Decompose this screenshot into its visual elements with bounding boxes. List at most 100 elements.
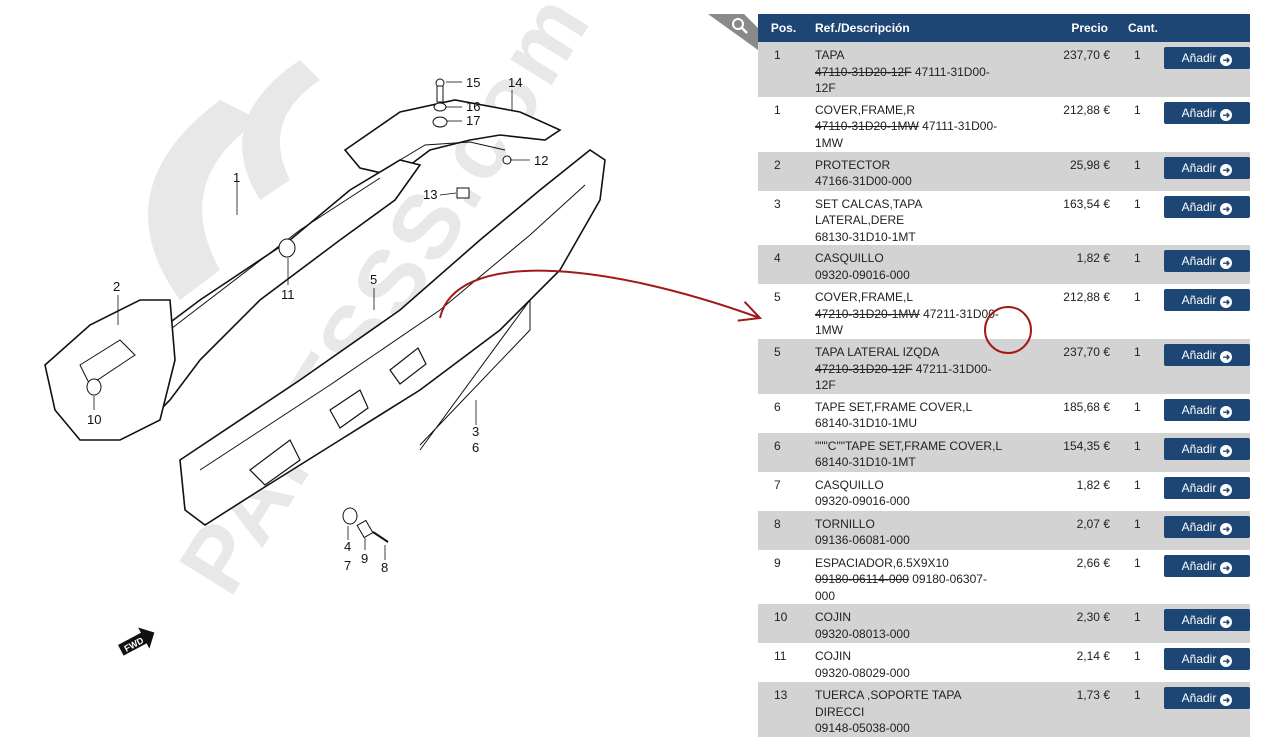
part-ref-new: 09320-08029-000 — [815, 665, 910, 680]
add-to-cart-button[interactable]: Añadir➜ — [1164, 195, 1250, 218]
callout-2: 2 — [113, 279, 120, 294]
cell-action: Añadir➜ — [1164, 245, 1250, 284]
arrow-right-circle-icon: ➜ — [1220, 444, 1233, 457]
part-ref-new: 68140-31D10-1MT — [815, 455, 916, 469]
add-to-cart-button[interactable]: Añadir➜ — [1164, 398, 1250, 421]
cell-pos: 6 — [758, 393, 809, 433]
callout-11: 11 — [281, 287, 295, 302]
add-to-cart-button[interactable]: Añadir➜ — [1164, 687, 1250, 709]
add-to-cart-button[interactable]: Añadir➜ — [1164, 250, 1250, 272]
part-ref-new: 09320-09016-000 — [815, 494, 910, 508]
cell-price: 212,88 € — [1012, 284, 1114, 339]
arrow-right-circle-icon: ➜ — [1220, 54, 1233, 66]
cell-pos: 7 — [758, 471, 809, 511]
cell-qty: 1 — [1114, 245, 1164, 284]
add-to-cart-button[interactable]: Añadir➜ — [1164, 344, 1250, 366]
part-reference: 09320-08013-000 — [815, 626, 1006, 643]
part-reference: 47110-31D20-1MW 47111-31D00-1MW — [815, 118, 1006, 151]
cell-qty: 1 — [1114, 339, 1164, 394]
callout-3: 3 — [472, 424, 479, 439]
cell-price: 163,54 € — [1012, 190, 1114, 245]
cell-action: Añadir➜ — [1164, 471, 1250, 511]
add-button-label: Añadir — [1181, 402, 1217, 417]
add-to-cart-button[interactable]: Añadir➜ — [1164, 554, 1250, 577]
callout-4: 4 — [344, 539, 351, 554]
cell-pos: 2 — [758, 151, 809, 191]
cell-action: Añadir➜ — [1164, 42, 1250, 97]
cell-action: Añadir➜ — [1164, 284, 1250, 339]
add-to-cart-button[interactable]: Añadir➜ — [1164, 289, 1250, 311]
add-to-cart-button[interactable]: Añadir➜ — [1164, 47, 1250, 69]
callout-15: 15 — [466, 75, 480, 90]
arrow-right-circle-icon: ➜ — [1220, 163, 1233, 176]
cell-pos: 13 — [758, 682, 809, 737]
cell-action: Añadir➜ — [1164, 432, 1250, 472]
cell-pos: 1 — [758, 42, 809, 97]
add-to-cart-button[interactable]: Añadir➜ — [1164, 515, 1250, 538]
cell-price: 2,14 € — [1012, 643, 1114, 682]
cell-pos: 4 — [758, 245, 809, 284]
callout-5: 5 — [370, 272, 377, 287]
callout-14: 14 — [508, 75, 522, 90]
part-ref-old: 47210-31D20-12F — [815, 361, 913, 376]
part-reference: 09320-09016-000 — [815, 267, 1006, 284]
part-reference: 09180-06114-000 09180-06307-000 — [815, 571, 1006, 604]
cell-action: Añadir➜ — [1164, 339, 1250, 394]
part-ref-new: 68130-31D10-1MT — [815, 229, 916, 244]
cell-price: 1,82 € — [1012, 245, 1114, 284]
table-header: Pos. Ref./Descripción Precio Cant. — [758, 14, 1250, 42]
arrow-right-circle-icon: ➜ — [1220, 483, 1233, 496]
add-to-cart-button[interactable]: Añadir➜ — [1164, 476, 1250, 499]
callout-1: 1 — [233, 170, 240, 185]
cell-pos: 5 — [758, 339, 809, 394]
part-description: TORNILLO — [815, 516, 875, 531]
cell-pos: 6 — [758, 432, 809, 472]
cell-pos: 10 — [758, 604, 809, 643]
protector-part — [44, 299, 176, 441]
column-header-qty: Cant. — [1114, 14, 1250, 42]
add-to-cart-button[interactable]: Añadir➜ — [1164, 648, 1250, 670]
cell-qty: 1 — [1114, 42, 1164, 97]
cell-qty: 1 — [1114, 432, 1164, 472]
add-to-cart-button[interactable]: Añadir➜ — [1164, 609, 1250, 631]
part-reference: 09320-08029-000 — [815, 665, 1006, 682]
cell-pos: 9 — [758, 549, 809, 604]
callout-8: 8 — [381, 560, 388, 575]
part-description: COVER,FRAME,R — [815, 102, 916, 117]
add-button-label: Añadir — [1181, 441, 1217, 456]
column-header-pos: Pos. — [758, 14, 809, 42]
cell-pos: 3 — [758, 190, 809, 245]
part-reference: 09320-09016-000 — [815, 493, 1006, 510]
part-reference: 68130-31D10-1MT — [815, 229, 1006, 246]
part-reference: 09148-05038-000 — [815, 720, 1006, 737]
add-to-cart-button[interactable]: Añadir➜ — [1164, 101, 1250, 124]
add-button-label: Añadir — [1181, 652, 1217, 666]
part-reference: 47166-31D00-000 — [815, 173, 1006, 190]
cell-qty: 1 — [1114, 510, 1164, 550]
add-to-cart-button[interactable]: Añadir➜ — [1164, 156, 1250, 179]
add-to-cart-button[interactable]: Añadir➜ — [1164, 437, 1250, 460]
part-reference: 09136-06081-000 — [815, 532, 1006, 549]
cell-qty: 1 — [1114, 643, 1164, 682]
zoom-search-button[interactable] — [708, 14, 758, 50]
cell-qty: 1 — [1114, 549, 1164, 604]
cell-action: Añadir➜ — [1164, 643, 1250, 682]
add-button-label: Añadir — [1181, 691, 1217, 705]
part-ref-new: 09320-09016-000 — [815, 267, 910, 282]
